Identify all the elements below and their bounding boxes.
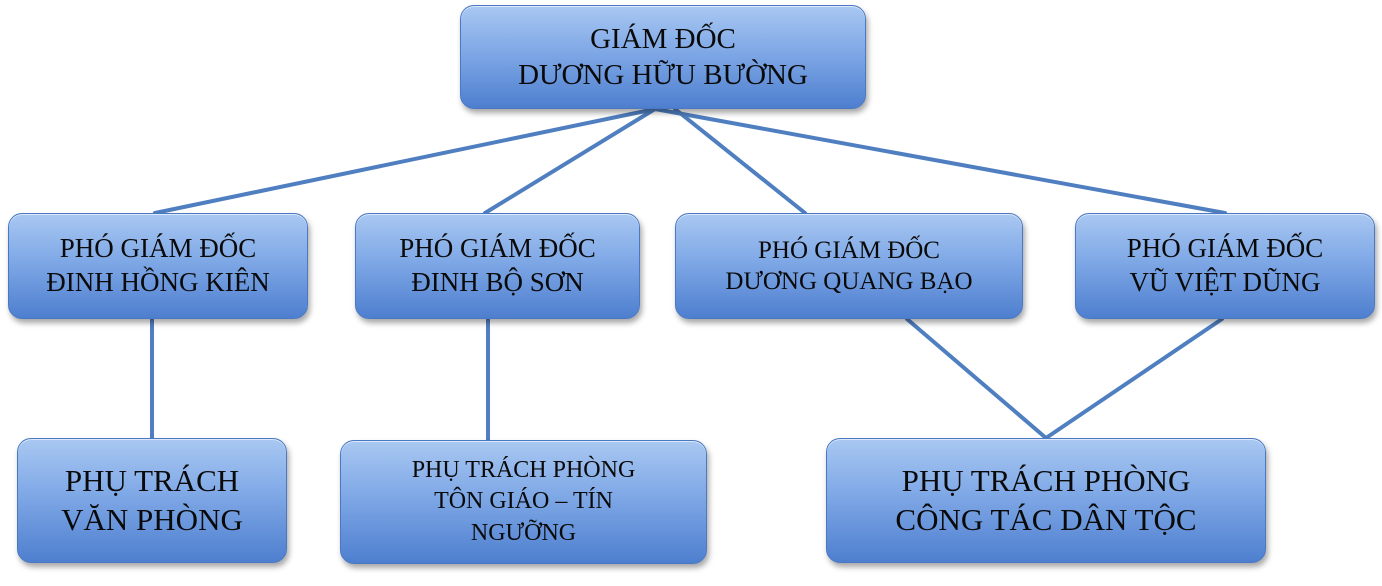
deputy-title: PHÓ GIÁM ĐỐC	[758, 236, 940, 264]
deputy-name: ĐINH HỒNG KIÊN	[46, 267, 270, 297]
connector-director-deputy-2	[483, 107, 657, 215]
connector-director-deputy-1	[153, 107, 657, 215]
director-box: GIÁM ĐỐC DƯƠNG HỮU BƯỜNG	[460, 5, 866, 109]
department-box-office: PHỤ TRÁCH VĂN PHÒNG	[17, 438, 287, 563]
deputy-name: ĐINH BỘ SƠN	[411, 267, 584, 297]
connector-director-deputy-3	[673, 107, 807, 215]
deputy-director-box-1: PHÓ GIÁM ĐỐC ĐINH HỒNG KIÊN	[8, 213, 308, 319]
connector-deputy-4-department-3	[1044, 317, 1224, 440]
deputy-name: VŨ VIỆT DŨNG	[1129, 267, 1321, 297]
deputy-title: PHÓ GIÁM ĐỐC	[59, 233, 257, 264]
department-line-1: PHỤ TRÁCH PHÒNG	[901, 462, 1191, 498]
connector-director-deputy-4	[653, 107, 1227, 215]
department-line-1: PHỤ TRÁCH	[64, 462, 240, 498]
department-line-3: NGƯỠNG	[470, 519, 577, 546]
deputy-title: PHÓ GIÁM ĐỐC	[399, 233, 596, 264]
deputy-director-box-4: PHÓ GIÁM ĐỐC VŨ VIỆT DŨNG	[1075, 213, 1375, 319]
department-line-1: PHỤ TRÁCH PHÒNG	[411, 457, 636, 484]
deputy-name: DƯƠNG QUANG BẠO	[725, 268, 973, 295]
deputy-title: PHÓ GIÁM ĐỐC	[1126, 233, 1324, 264]
connector-deputy-3-department-3	[905, 317, 1048, 440]
department-line-2: VĂN PHÒNG	[61, 501, 243, 537]
director-name: DƯƠNG HỮU BƯỜNG	[518, 59, 808, 91]
department-line-2: CÔNG TÁC DÂN TỘC	[895, 501, 1197, 537]
department-line-2: TÔN GIÁO – TÍN	[434, 488, 613, 515]
deputy-director-box-2: PHÓ GIÁM ĐỐC ĐINH BỘ SƠN	[355, 213, 640, 319]
department-box-ethnic-affairs: PHỤ TRÁCH PHÒNG CÔNG TÁC DÂN TỘC	[826, 438, 1266, 563]
deputy-director-box-3: PHÓ GIÁM ĐỐC DƯƠNG QUANG BẠO	[675, 213, 1023, 319]
department-box-religion: PHỤ TRÁCH PHÒNG TÔN GIÁO – TÍN NGƯỠNG	[340, 440, 707, 564]
director-title: GIÁM ĐỐC	[590, 22, 736, 55]
